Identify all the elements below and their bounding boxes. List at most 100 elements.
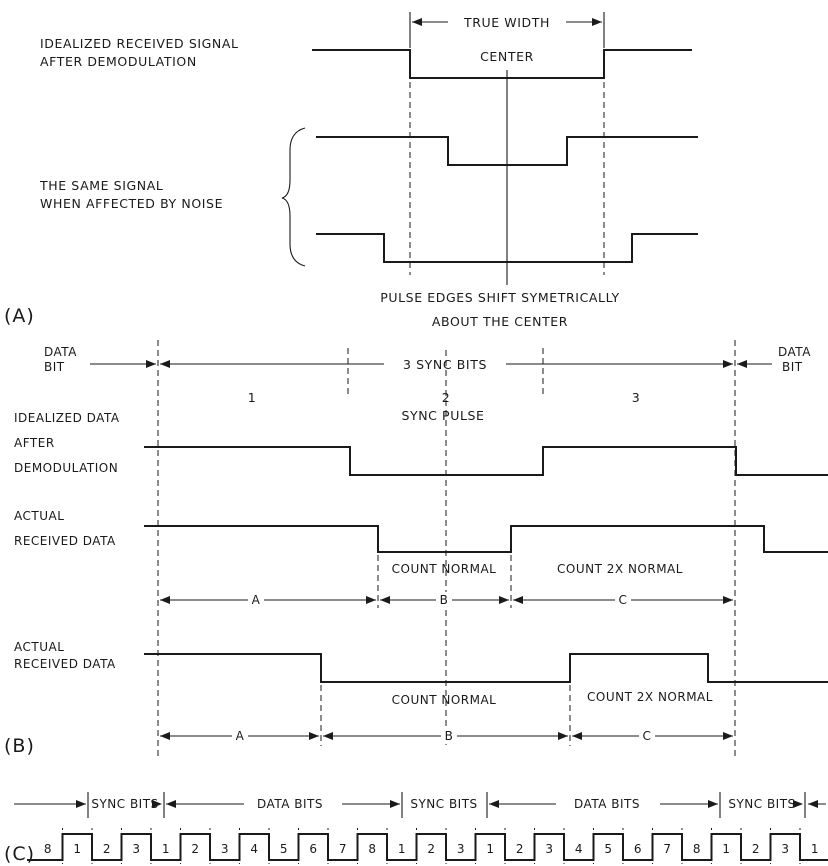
true-width-label: TRUE WIDTH: [463, 15, 550, 30]
data-bit-right-label-line1: DATA: [778, 345, 811, 359]
interval-2a-label: A: [236, 729, 245, 743]
count-2x-2-label: COUNT 2X NORMAL: [587, 690, 713, 704]
idealized-data-label-line2: AFTER: [14, 436, 55, 450]
bit-cell-number: 5: [280, 842, 288, 856]
bit-cell-number: 3: [781, 842, 789, 856]
sync-bits-label: 3 SYNC BITS: [403, 357, 487, 372]
panel-a: IDEALIZED RECEIVED SIGNAL AFTER DEMODULA…: [4, 12, 698, 329]
interval-1b-left-arrowhead: [380, 596, 390, 604]
bit-cell-number: 2: [516, 842, 524, 856]
actual-data-1-label-line2: RECEIVED DATA: [14, 534, 116, 548]
group-data-2-left-arrowhead: [489, 800, 499, 808]
noise-brace: [281, 127, 306, 267]
actual-data-1-waveform: [144, 525, 828, 553]
symmetry-note-line2: ABOUT THE CENTER: [432, 314, 568, 329]
bit-cell-number: 2: [752, 842, 760, 856]
interval-1a-right-arrowhead: [366, 596, 376, 604]
sync-bits-right-arrowhead: [723, 360, 733, 368]
group-sync-3-arrowhead: [793, 800, 803, 808]
panel-b: DATA BIT DATA BIT 3 SYNC BITS 1 2 3 SYNC…: [4, 340, 828, 760]
bit-cell-number: 7: [339, 842, 347, 856]
bit-cell-number: 8: [693, 842, 701, 856]
noisy-signal-narrow-waveform: [316, 136, 698, 166]
true-width-left-arrowhead: [412, 18, 422, 26]
bit-cell-number: 3: [221, 842, 229, 856]
bit-cell-number: 8: [368, 842, 376, 856]
bit-cell-number: 5: [604, 842, 612, 856]
group-label-sync-1: SYNC BITS: [91, 797, 158, 811]
panel-c: SYNC BITS DATA BITS SYNC BITS DATA BITS …: [4, 792, 828, 865]
interval-2b-right-arrowhead: [558, 732, 568, 740]
interval-1b-label: B: [440, 593, 449, 607]
group-data-1-right-arrowhead: [390, 800, 400, 808]
interval-1a-left-arrowhead: [160, 596, 170, 604]
interval-2b-label: B: [445, 729, 454, 743]
bit-cell-number: 3: [132, 842, 140, 856]
idealized-signal-label-line1: IDEALIZED RECEIVED SIGNAL: [40, 36, 239, 51]
group-label-data-2: DATA BITS: [574, 797, 640, 811]
data-bit-left-arrowhead: [146, 360, 156, 368]
group-label-data-1: DATA BITS: [257, 797, 323, 811]
group-data-2-right-arrowhead: [708, 800, 718, 808]
bit-cell-number: 4: [575, 842, 583, 856]
interval-2a-label-bg: [232, 728, 248, 744]
interval-1c-right-arrowhead: [723, 596, 733, 604]
bit-cell-number: 1: [811, 842, 819, 856]
bit-cell-number: 6: [634, 842, 642, 856]
bit-cell-number: 2: [103, 842, 111, 856]
count-normal-2-label: COUNT NORMAL: [392, 693, 497, 707]
actual-data-2-waveform: [144, 653, 828, 683]
bit-cell-number: 3: [457, 842, 465, 856]
bit-number-2: 2: [442, 390, 451, 405]
bit-cell-number: 8: [44, 842, 52, 856]
interval-2a-left-arrowhead: [160, 732, 170, 740]
center-label: CENTER: [480, 49, 534, 64]
bit-cell-number: 4: [250, 842, 258, 856]
idealized-data-waveform: [144, 446, 828, 476]
interval-1b-right-arrowhead: [499, 596, 509, 604]
bit-cell-number: 1: [398, 842, 406, 856]
idealized-data-label-line3: DEMODULATION: [14, 461, 118, 475]
bit-cell-number: 3: [545, 842, 553, 856]
interval-2b-label-bg: [441, 728, 457, 744]
actual-data-2-label-line1: ACTUAL: [14, 640, 64, 654]
interval-2c-label-bg: [639, 728, 655, 744]
idealized-signal-label-line2: AFTER DEMODULATION: [40, 54, 197, 69]
sync-pulse-label: SYNC PULSE: [401, 408, 484, 423]
data-bit-left-label-line1: DATA: [44, 345, 77, 359]
bit-number-1: 1: [248, 390, 257, 405]
noise-label-line1: THE SAME SIGNAL: [39, 178, 163, 193]
data-bit-left-label-line2: BIT: [44, 360, 65, 374]
bit-cell-number: 1: [73, 842, 81, 856]
group-data-1-left-arrowhead: [166, 800, 176, 808]
bit-cell-number: 6: [309, 842, 317, 856]
bit-cell-number: 1: [486, 842, 494, 856]
idealized-data-label-line1: IDEALIZED DATA: [14, 411, 120, 425]
interval-2b-left-arrowhead: [323, 732, 333, 740]
bit-number-3: 3: [632, 390, 641, 405]
data-bit-right-label-line2: BIT: [782, 360, 803, 374]
header-lead-arrowhead: [76, 800, 86, 808]
bit-cell-number: 1: [162, 842, 170, 856]
symmetry-note-line1: PULSE EDGES SHIFT SYMETRICALLY: [380, 290, 620, 305]
interval-1a-label: A: [252, 593, 261, 607]
sync-bits-left-arrowhead: [160, 360, 170, 368]
interval-1b-label-bg: [436, 592, 452, 608]
true-width-right-arrowhead: [592, 18, 602, 26]
interval-2c-label: C: [643, 729, 652, 743]
bit-cell-number: 1: [722, 842, 730, 856]
interval-2c-right-arrowhead: [723, 732, 733, 740]
bit-cell-number: 7: [663, 842, 671, 856]
interval-1c-label-bg: [615, 592, 631, 608]
interval-1c-left-arrowhead: [513, 596, 523, 604]
count-normal-1-label: COUNT NORMAL: [392, 562, 497, 576]
interval-2c-left-arrowhead: [572, 732, 582, 740]
data-bit-right-arrowhead: [737, 360, 747, 368]
interval-2a-right-arrowhead: [309, 732, 319, 740]
bit-cell-number: 2: [427, 842, 435, 856]
panel-c-label: (C): [4, 843, 35, 865]
panel-b-label: (B): [4, 735, 35, 757]
bit-stream-waveform: [27, 833, 828, 861]
group-label-sync-3: SYNC BITS: [728, 797, 795, 811]
